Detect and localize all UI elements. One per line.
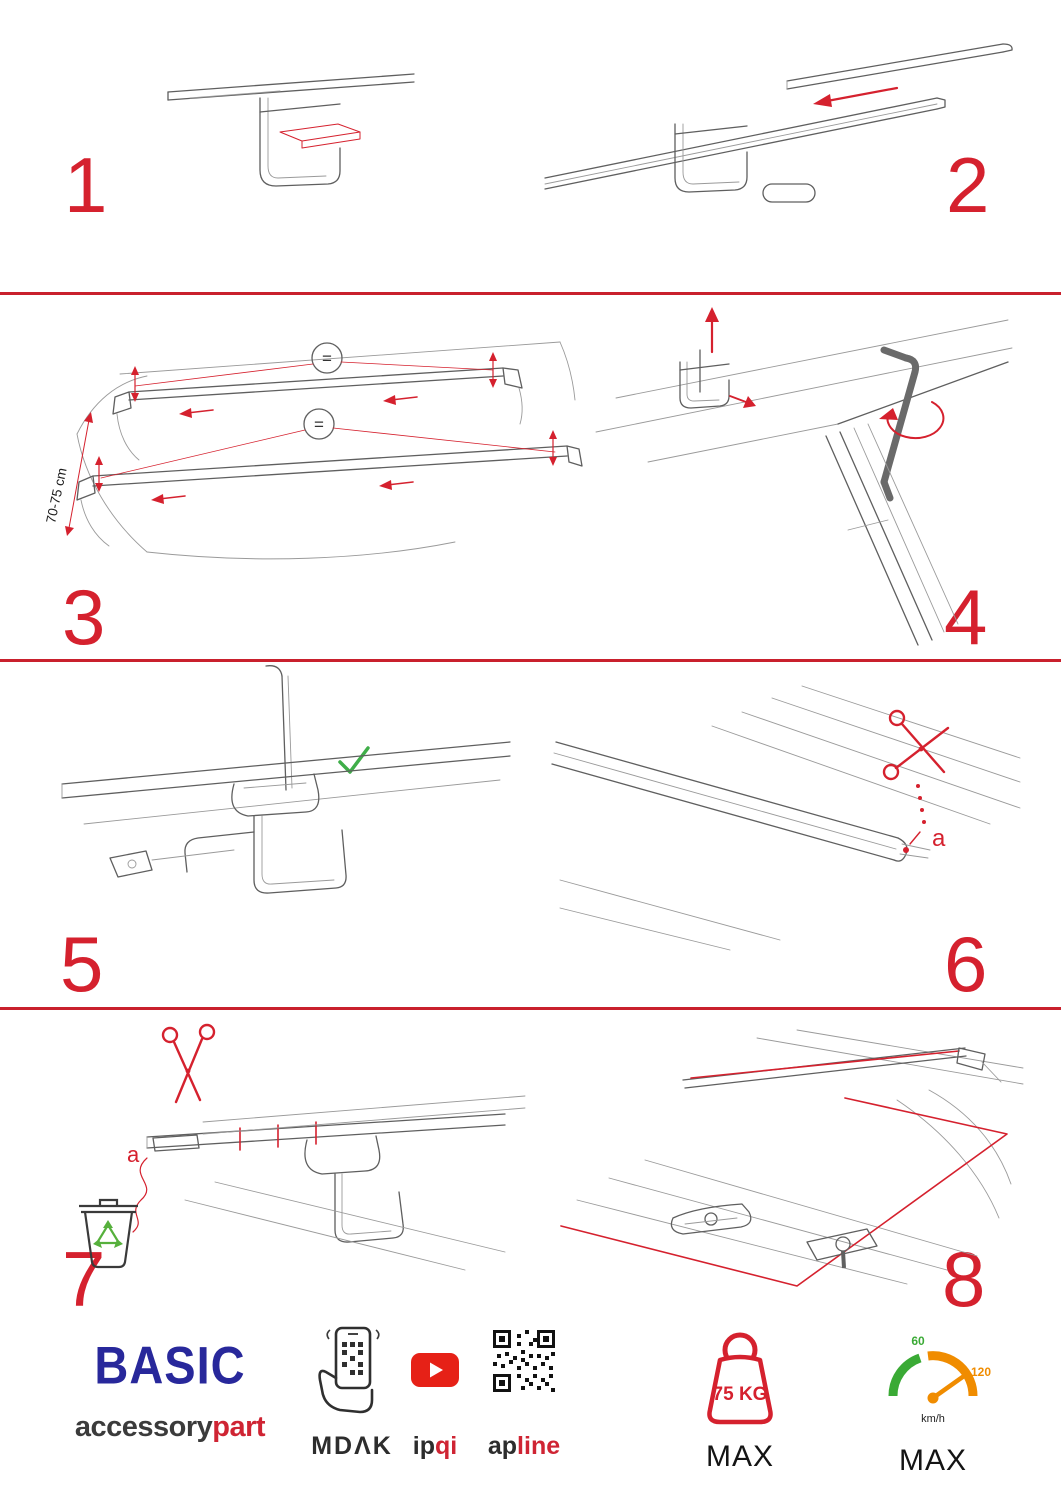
brand-subtitle: accessorypart bbox=[58, 1411, 282, 1444]
allen-key bbox=[880, 346, 920, 502]
insert-arrow-icon bbox=[729, 395, 756, 408]
rotate-arrow-icon bbox=[879, 401, 945, 440]
weight-icon: 75 KG bbox=[686, 1326, 794, 1438]
step-6-illustration: a bbox=[550, 672, 1021, 952]
equal-badge-bottom: = bbox=[303, 408, 335, 440]
ipqi-label: ipqi bbox=[402, 1432, 468, 1461]
step-4-number: 4 bbox=[944, 573, 988, 661]
ipqi-dark: ip bbox=[412, 1432, 435, 1460]
section-divider-1 bbox=[0, 292, 1061, 295]
scissors-icon bbox=[161, 1023, 216, 1104]
speedometer-icon: 60 120 km/h bbox=[874, 1330, 992, 1434]
brand-logo: BASIC bbox=[94, 1335, 246, 1395]
slide-arrow-icon bbox=[813, 86, 899, 107]
area-highlight bbox=[560, 1097, 1008, 1287]
check-icon bbox=[338, 746, 370, 774]
weight-max-label: MAX bbox=[705, 1440, 774, 1473]
youtube-icon bbox=[410, 1352, 460, 1388]
brand-subtitle-dark: accessory bbox=[74, 1411, 213, 1443]
equal-badge-top: = bbox=[311, 342, 343, 374]
section-divider-3 bbox=[0, 1007, 1061, 1010]
speed-low-label: 60 bbox=[911, 1334, 925, 1348]
step-2-illustration bbox=[535, 26, 1015, 236]
speed-max-label: MAX bbox=[898, 1444, 967, 1477]
apline-red: line bbox=[517, 1432, 561, 1460]
step-3-illustration: = = bbox=[35, 302, 583, 592]
section-divider-2 bbox=[0, 659, 1061, 662]
step-8-number: 8 bbox=[942, 1235, 986, 1323]
recycle-icon bbox=[93, 1220, 123, 1248]
step-6-number: 6 bbox=[944, 920, 988, 1008]
step-8-illustration bbox=[545, 1018, 1025, 1318]
weight-value: 75 KG bbox=[713, 1384, 768, 1405]
distance-label: 70-75 cm bbox=[43, 466, 69, 524]
qr-code-icon bbox=[493, 1330, 555, 1392]
brand-subtitle-red: part bbox=[212, 1411, 266, 1443]
brand-block: BASIC accessorypart bbox=[58, 1334, 282, 1444]
trash-icon bbox=[79, 1198, 138, 1269]
step-5-illustration bbox=[48, 662, 528, 952]
step-1-number: 1 bbox=[64, 141, 108, 229]
scissors-icon bbox=[882, 709, 950, 781]
pad-highlight bbox=[279, 123, 361, 149]
lift-arrow-icon bbox=[705, 307, 719, 354]
step-1-illustration bbox=[160, 52, 420, 242]
step-3-number: 3 bbox=[62, 573, 106, 661]
speed-unit-label: km/h bbox=[921, 1413, 945, 1425]
mdak-label: MDΛK bbox=[311, 1432, 393, 1460]
step-7-number: 7 bbox=[62, 1235, 106, 1323]
step-4-illustration bbox=[588, 300, 1018, 646]
cut-part-label: a bbox=[127, 1142, 140, 1167]
step-5-number: 5 bbox=[60, 920, 104, 1008]
cut-part-label: a bbox=[932, 825, 946, 852]
ipqi-red: qi bbox=[435, 1432, 458, 1460]
step-2-number: 2 bbox=[946, 141, 990, 229]
cut-marks bbox=[909, 784, 926, 845]
dimension-guides bbox=[95, 352, 557, 504]
cut-ticks bbox=[239, 1121, 317, 1151]
speed-high-label: 120 bbox=[971, 1365, 991, 1379]
apline-label: apline bbox=[478, 1432, 570, 1461]
distance-dimension: 70-75 cm bbox=[43, 412, 93, 536]
apline-dark: ap bbox=[487, 1432, 518, 1460]
step-7-illustration: a bbox=[35, 1022, 526, 1277]
svg-text:=: = bbox=[314, 415, 324, 434]
phone-qr-icon bbox=[312, 1326, 390, 1416]
svg-text:=: = bbox=[322, 349, 332, 368]
